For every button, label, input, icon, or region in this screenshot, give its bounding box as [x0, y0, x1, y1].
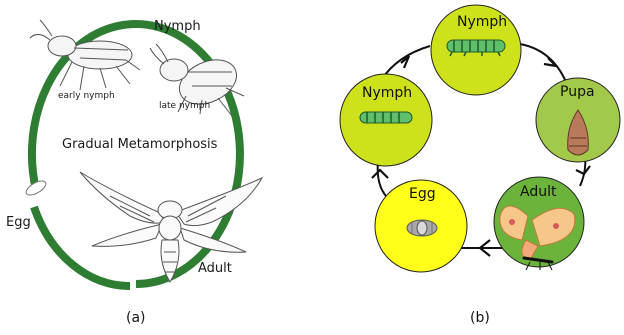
cycle-ring-arc-lower	[34, 207, 130, 286]
panel-a-stage-early-nymph: early nymph	[58, 91, 115, 101]
panel-b-stage-adult: Adult	[520, 184, 557, 200]
panel-b-stage-nymph-left: Nymph	[362, 85, 412, 101]
panel-b-stage-pupa: Pupa	[560, 84, 595, 100]
chevron-icon	[576, 166, 590, 174]
chevron-icon	[372, 170, 388, 178]
panel-b: Nymph Pupa Adult	[340, 5, 620, 326]
panel-a-stage-egg: Egg	[6, 215, 31, 230]
panel-b-caption: (b)	[470, 310, 490, 326]
egg-icon	[407, 220, 437, 236]
arrow-egg-to-nymph-left	[378, 162, 386, 196]
panel-a-stage-adult: Adult	[198, 261, 232, 276]
panel-a-caption: (a)	[126, 310, 146, 326]
caterpillar-icon	[360, 112, 412, 123]
arrow-nymph-top-to-pupa	[520, 44, 566, 82]
panel-a-stage-late-nymph: late nymph	[159, 101, 210, 111]
panel-b-stage-nymph-top: Nymph	[457, 14, 507, 30]
panel-b-stage-egg: Egg	[409, 186, 436, 202]
panel-a: Nymph early nymph late nymph Gradual Met…	[6, 19, 262, 326]
panel-a-stage-nymph: Nymph	[154, 19, 201, 34]
panel-a-center-title: Gradual Metamorphosis	[62, 137, 218, 152]
